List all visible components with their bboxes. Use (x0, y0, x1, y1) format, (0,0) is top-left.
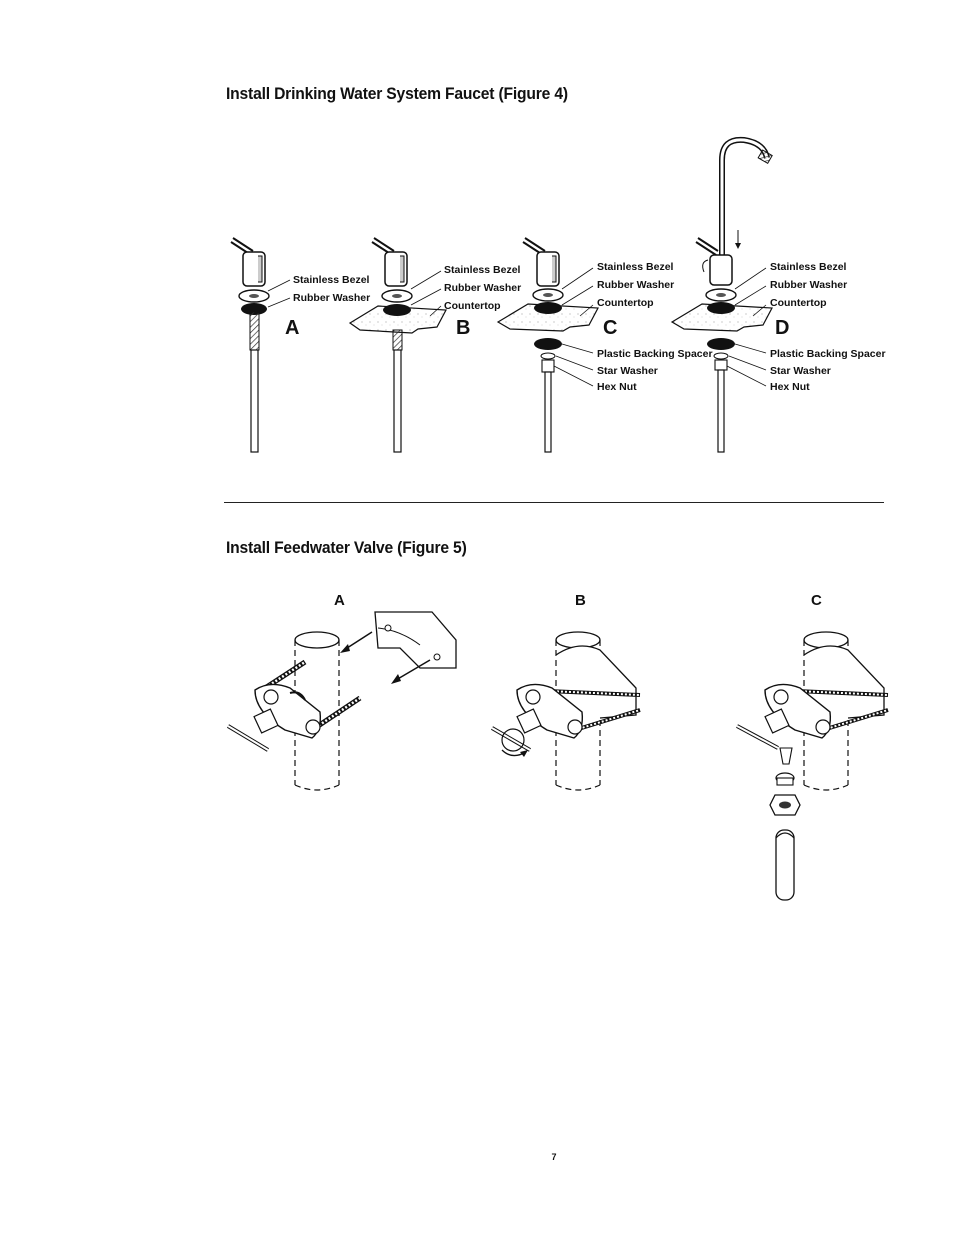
label-star-washer: Star Washer (770, 365, 831, 377)
label-plastic-backing-spacer: Plastic Backing Spacer (770, 348, 886, 360)
faucet-panel-d (670, 136, 773, 453)
label-stainless-bezel: Stainless Bezel (770, 261, 847, 273)
label-rubber-washer: Rubber Washer (293, 292, 370, 304)
valve-panel-letter-a: A (334, 592, 345, 609)
label-stainless-bezel: Stainless Bezel (597, 261, 674, 273)
panel-letter-b: B (456, 317, 470, 339)
label-countertop: Countertop (770, 297, 827, 309)
valve-panel-letter-c: C (811, 592, 822, 609)
faucet-panel-c (496, 237, 599, 453)
label-countertop: Countertop (444, 300, 501, 312)
panel-letter-d: D (775, 317, 789, 339)
label-star-washer: Star Washer (597, 365, 658, 377)
label-stainless-bezel: Stainless Bezel (444, 264, 521, 276)
label-hex-nut: Hex Nut (770, 381, 810, 393)
label-rubber-washer: Rubber Washer (597, 279, 674, 291)
label-hex-nut: Hex Nut (597, 381, 637, 393)
panel-letter-a: A (285, 317, 299, 339)
figure5-heading: Install Feedwater Valve (Figure 5) (226, 538, 467, 557)
label-rubber-washer: Rubber Washer (770, 279, 847, 291)
page-number: 7 (551, 1152, 557, 1162)
faucet-panel-a (230, 237, 291, 453)
label-countertop: Countertop (597, 297, 654, 309)
panel-letter-c: C (603, 317, 617, 339)
valve-panel-a (226, 611, 457, 791)
valve-panel-letter-b: B (575, 592, 586, 609)
label-stainless-bezel: Stainless Bezel (293, 274, 370, 286)
label-rubber-washer: Rubber Washer (444, 282, 521, 294)
faucet-panel-b (348, 237, 447, 453)
section-divider (224, 502, 884, 503)
valve-panel-c (736, 631, 889, 901)
figure4-heading: Install Drinking Water System Faucet (Fi… (226, 84, 568, 103)
valve-panel-b (490, 631, 641, 791)
label-plastic-backing-spacer: Plastic Backing Spacer (597, 348, 713, 360)
